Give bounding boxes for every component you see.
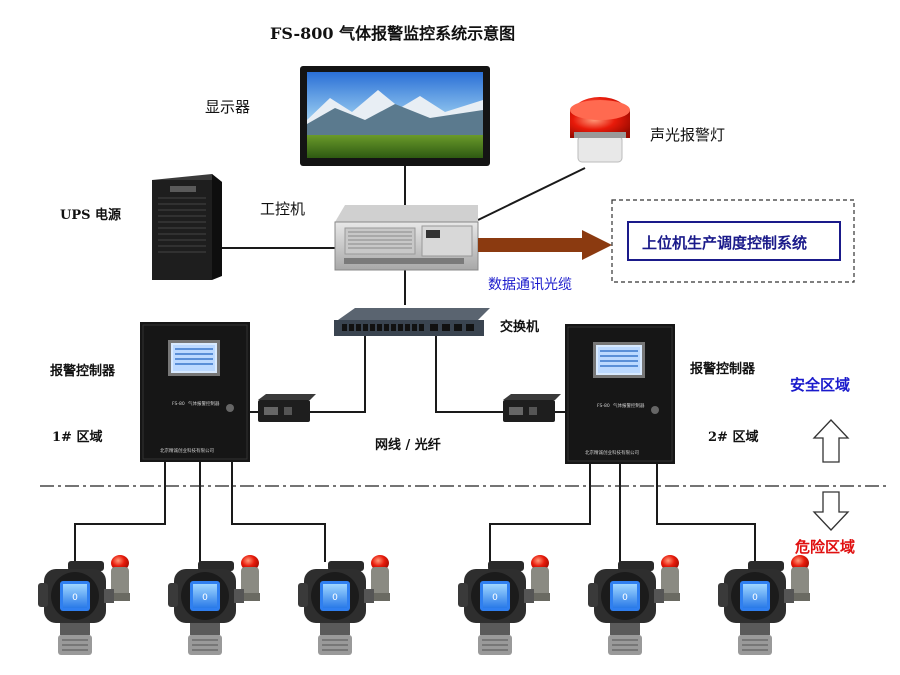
- alarm-light-label: 声光报警灯: [650, 126, 726, 144]
- alarm-light-device: [570, 97, 630, 163]
- industrial-pc-device: [334, 205, 479, 271]
- controller-right-label: 报警控制器: [690, 362, 756, 377]
- controller-model-right: FS-80: [597, 403, 610, 409]
- upper-system-box: [627, 221, 841, 261]
- controller-name-left: 气体报警控制器: [188, 400, 220, 407]
- gas-detector-6: [718, 555, 810, 655]
- industrial-pc-label: 工控机: [260, 200, 306, 218]
- controller-left-label: 报警控制器: [50, 364, 116, 379]
- data-flow-arrow: [478, 230, 612, 260]
- zone-2-label: 2# 区域: [708, 430, 759, 445]
- diagram-title: FS-800 气体报警监控系统示意图: [270, 24, 516, 43]
- network-cable-label: 网线 / 光纤: [375, 438, 441, 453]
- monitor-device: [300, 66, 490, 166]
- media-converter-left: [258, 394, 316, 422]
- zone-1-label: 1# 区域: [52, 430, 103, 445]
- ups-device: [152, 174, 222, 280]
- controller-panel-text: FS-80 气体报警控制器 北京精诚创业科技有限公司 FS-80 气体报警控制器…: [160, 400, 645, 456]
- gas-detector-3: [298, 555, 390, 655]
- controller-name-right: 气体报警控制器: [613, 402, 645, 409]
- alarm-controller-right: [565, 324, 675, 464]
- upper-system-label: 上位机生产调度控制系统: [642, 234, 808, 252]
- switch-label: 交换机: [500, 320, 540, 335]
- gas-detector-4: [458, 555, 550, 655]
- controller-model-left: FS-80: [172, 401, 185, 407]
- gas-detector-1: [38, 555, 130, 655]
- upper-system-dashed-box: [611, 199, 855, 283]
- gas-detector-2: [168, 555, 260, 655]
- monitor-label: 显示器: [205, 98, 251, 116]
- controller-company-left: 北京精诚创业科技有限公司: [160, 447, 214, 454]
- alarm-controller-left: [140, 322, 250, 462]
- safe-zone-arrow-icon: [812, 419, 850, 463]
- safe-zone-label: 安全区域: [790, 376, 851, 394]
- gas-detector-5: [588, 555, 680, 655]
- danger-zone-arrow-icon: [812, 491, 850, 531]
- connection-lines: [74, 162, 756, 562]
- danger-zone-label: 危险区域: [795, 538, 856, 556]
- ups-label: UPS 电源: [60, 208, 122, 223]
- fiber-cable-label: 数据通讯光缆: [488, 277, 572, 293]
- media-converter-right: [503, 394, 561, 422]
- network-switch-device: [334, 308, 490, 336]
- controller-company-right: 北京精诚创业科技有限公司: [585, 449, 639, 456]
